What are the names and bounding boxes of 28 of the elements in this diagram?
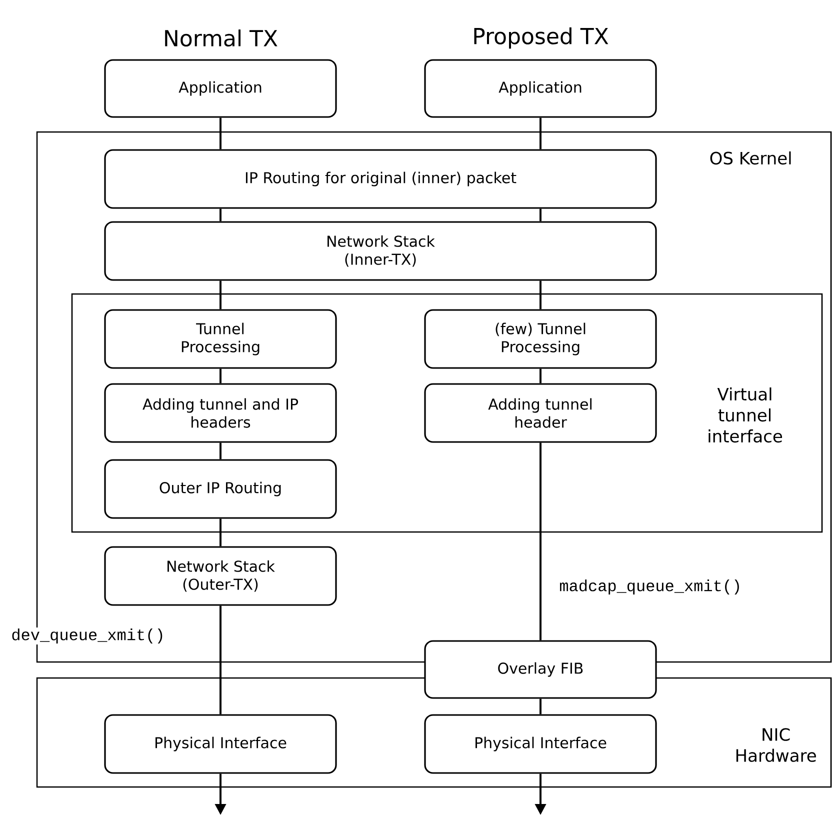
process-box: Network Stack (Inner-TX) [104, 221, 657, 281]
process-box: Application [104, 59, 337, 118]
process-box: IP Routing for original (inner) packet [104, 149, 657, 209]
connector-line [220, 208, 222, 222]
process-box: Physical Interface [424, 714, 657, 774]
connector-line [540, 118, 542, 150]
process-box: Adding tunnel and IP headers [104, 383, 337, 443]
process-box: Physical Interface [104, 714, 337, 774]
connector-line [540, 442, 542, 640]
connector-line [220, 368, 222, 384]
process-box: Overlay FIB [424, 640, 657, 699]
function-name: madcap_queue_xmit() [558, 578, 743, 596]
process-box: Adding tunnel header [424, 383, 657, 443]
connector-line [220, 280, 222, 310]
process-box: Outer IP Routing [104, 459, 337, 519]
connector-line [540, 368, 542, 384]
process-box: Network Stack (Outer-TX) [104, 546, 337, 606]
function-name: dev_queue_xmit() [10, 628, 166, 644]
process-box: Tunnel Processing [104, 309, 337, 369]
connector-line [220, 118, 222, 150]
connector-line [540, 280, 542, 310]
connector-line [540, 698, 542, 714]
connector-line [220, 442, 222, 460]
connector-line [540, 208, 542, 222]
connector-line [220, 606, 222, 714]
connector-line [220, 518, 222, 546]
process-box: Application [424, 59, 657, 118]
process-box: (few) Tunnel Processing [424, 309, 657, 369]
